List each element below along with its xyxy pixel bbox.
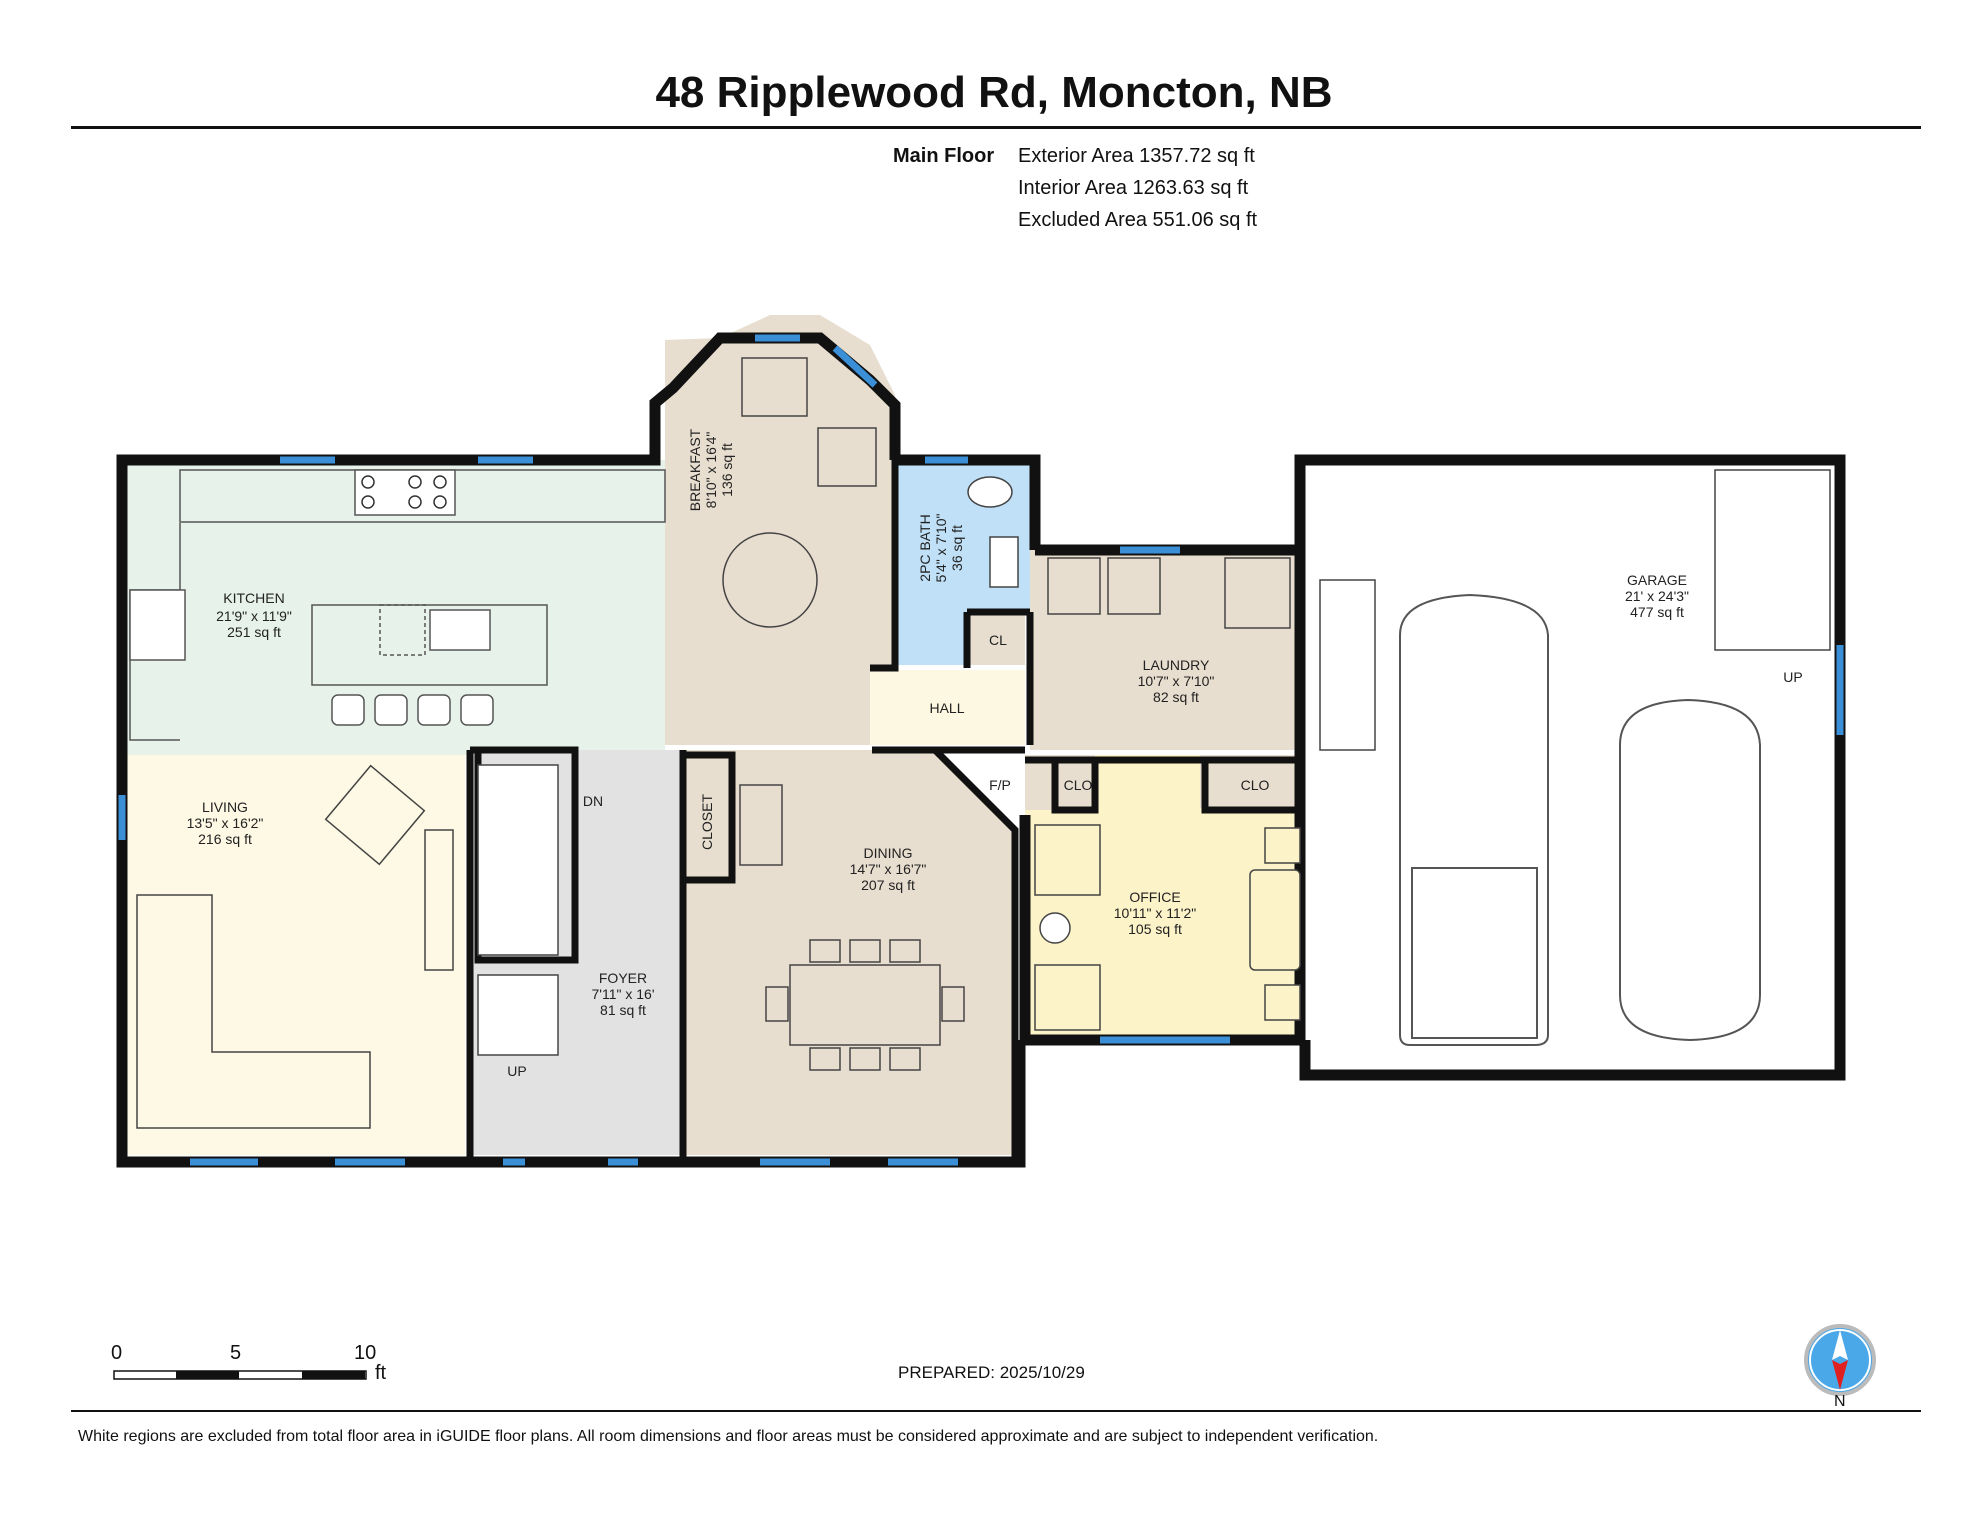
living-area: 216 sq ft xyxy=(198,831,252,847)
hall-floor xyxy=(870,670,1025,745)
interior-area: Interior Area 1263.63 sq ft xyxy=(1018,177,1249,199)
stools xyxy=(331,694,494,726)
kitchen-area: 251 sq ft xyxy=(227,624,281,640)
breakfast-name: BREAKFAST xyxy=(687,428,703,511)
garage-dims: 21' x 24'3" xyxy=(1625,588,1689,604)
garage-area: 477 sq ft xyxy=(1630,604,1684,620)
fp-label: F/P xyxy=(989,777,1011,793)
breakfast-furniture xyxy=(722,357,877,628)
breakfast-floor xyxy=(665,315,895,745)
kitchen-name: KITCHEN xyxy=(223,590,284,606)
dn-label: DN xyxy=(583,793,603,809)
stove-icon xyxy=(361,475,447,509)
clo-label-1: CLO xyxy=(1064,777,1093,793)
header-rule xyxy=(71,126,1921,129)
dining-furniture xyxy=(739,784,965,1071)
footer-rule xyxy=(71,1410,1921,1412)
bath-fixtures xyxy=(967,476,1019,588)
laundry-area: 82 sq ft xyxy=(1153,689,1199,705)
page-title: 48 Ripplewood Rd, Moncton, NB xyxy=(655,68,1333,117)
living-dims: 13'5" x 16'2" xyxy=(187,815,264,831)
laundry-fixtures xyxy=(1047,557,1291,629)
garage-wall xyxy=(1294,454,1846,1081)
kitchen-dims: 21'9" x 11'9" xyxy=(216,608,292,624)
bath-floor xyxy=(895,460,1030,665)
dining-area: 207 sq ft xyxy=(861,877,915,893)
main-outer-wall xyxy=(116,332,901,755)
bath-area: 36 sq ft xyxy=(949,525,965,571)
breakfast-dims: 8'10" x 16'4" xyxy=(703,432,719,509)
room-labels: KITCHEN 21'9" x 11'9" 251 sq ft BREAKFAS… xyxy=(187,428,1803,1079)
closet-label: CLOSET xyxy=(699,794,715,850)
office-dims: 10'11" x 11'2" xyxy=(1114,905,1197,921)
living-name: LIVING xyxy=(202,799,248,815)
laundry-name: LAUNDRY xyxy=(1143,657,1210,673)
small-cl-floor xyxy=(970,612,1025,665)
stairs xyxy=(477,469,1831,1056)
foyer-area: 81 sq ft xyxy=(600,1002,646,1018)
foyer-dims: 7'11" x 16' xyxy=(592,986,655,1002)
garage-name: GARAGE xyxy=(1627,572,1687,588)
exterior-area: Exterior Area 1357.72 sq ft xyxy=(1018,145,1255,167)
north-label: N xyxy=(1834,1393,1846,1410)
bath-name: 2PC BATH xyxy=(917,514,933,581)
laundry-dims: 10'7" x 7'10" xyxy=(1138,673,1215,689)
compass-icon xyxy=(1804,1324,1876,1396)
kitchen-counters xyxy=(129,469,666,741)
living-furniture xyxy=(136,764,454,1129)
bath-dims: 5'4" x 7'10" xyxy=(933,513,949,582)
disclaimer: White regions are excluded from total fl… xyxy=(78,1428,1379,1445)
excluded-area: Excluded Area 551.06 sq ft xyxy=(1018,209,1258,231)
prepared-date: PREPARED: 2025/10/29 xyxy=(898,1363,1085,1382)
foyer-name: FOYER xyxy=(599,970,647,986)
floor-label: Main Floor xyxy=(893,145,995,167)
dining-dims: 14'7" x 16'7" xyxy=(850,861,927,877)
clo-label-2: CLO xyxy=(1241,777,1270,793)
office-furniture xyxy=(1034,824,1301,1031)
living-outer-wall xyxy=(116,755,1026,1168)
office-area: 105 sq ft xyxy=(1128,921,1182,937)
interior-walls xyxy=(466,460,1300,1160)
scale-bar xyxy=(113,1370,367,1380)
hall-label: HALL xyxy=(929,700,964,716)
office-name: OFFICE xyxy=(1129,889,1180,905)
scale-tick-0: 0 xyxy=(111,1342,123,1364)
scale-unit: ft xyxy=(375,1362,387,1384)
garage-cars xyxy=(1399,593,1761,1046)
car-icon xyxy=(1619,698,1761,1042)
up-garage-label: UP xyxy=(1783,669,1802,685)
up-foyer-label: UP xyxy=(507,1063,526,1079)
scale-tick-10: 10 xyxy=(354,1342,377,1364)
windows xyxy=(118,334,1844,1166)
closet-floor xyxy=(683,755,732,880)
cl-label: CL xyxy=(989,632,1007,648)
scale-tick-5: 5 xyxy=(230,1342,242,1364)
breakfast-area: 136 sq ft xyxy=(719,443,735,497)
dining-name: DINING xyxy=(864,845,913,861)
